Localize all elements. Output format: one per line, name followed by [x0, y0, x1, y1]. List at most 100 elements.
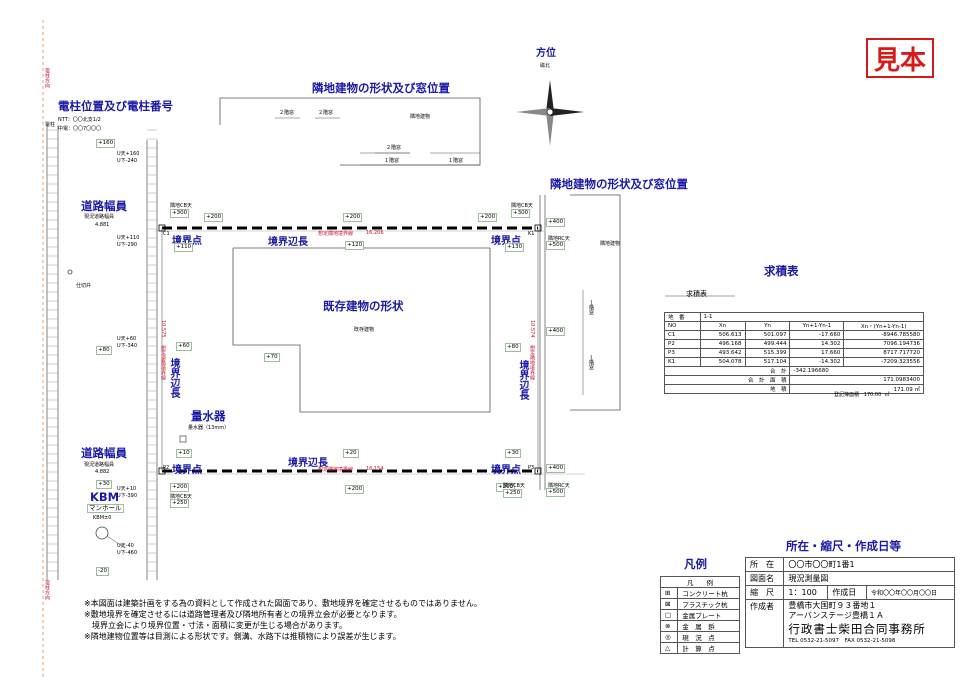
pole-ntt: NTT：〇〇北支1/2 [58, 117, 101, 123]
table-cell: -17.660 [789, 330, 845, 340]
table-cell: P3 [664, 348, 701, 358]
registered-area-label: 登記簿面積 [834, 392, 860, 398]
calc-point-icon: △ [659, 642, 679, 654]
table-cell: 7096.194736 [843, 339, 924, 349]
notes: ※本図面は建築計画をする為の資料として作成された図面であり、敷地境界を確定させる… [84, 598, 482, 642]
table-row: 図面名 現況測量図 [744, 571, 955, 586]
height-tag: +120 [345, 241, 365, 250]
table-row: 合 計 面 積 171.0983400 [663, 375, 924, 385]
height-tag: U天+60 [117, 336, 137, 342]
edge-label-bottom: 境界辺長 [288, 458, 328, 469]
registered-area: 登記簿面積 170.00 ㎡ [834, 391, 890, 398]
legend-label: 計 算 点 [677, 642, 740, 654]
window-label: １階窓 [588, 300, 594, 315]
road-bottom-sub-value: 4.882 [95, 469, 110, 475]
table-cell: -7209.323556 [843, 357, 924, 367]
height-tag: 隣地CB天 [511, 203, 533, 209]
table-row: 作成者 豊橋市大国町９３番地１ アーバンステージ豊橋１Ａ 行政書士柴田合同事務所… [744, 599, 955, 648]
table-row: K1 504.078 517.104 -14.302 -7209.323556 [664, 357, 924, 367]
height-tag: +10 [176, 449, 192, 458]
height-tag: U下-390 [117, 493, 138, 499]
lot-label: 地 番 [664, 312, 701, 322]
location-label: 所 在 [744, 557, 785, 572]
heading-existing-building: 既存建物の形状 [323, 299, 404, 313]
sample-stamp: 見本 [866, 38, 934, 78]
table-row: P2 496.168 499.444 14.302 7096.194736 [664, 339, 924, 349]
column-header: Xn・(Yn+1-Yn-1) [843, 321, 924, 331]
height-tag: +400 [546, 218, 566, 227]
note-line: 境界立会により境界位置・寸法・面積に変更が生じる場合があります。 [84, 621, 348, 630]
height-tag: U下-340 [117, 343, 138, 349]
boundary-point-label: 境界点 [491, 236, 521, 247]
well-label: 仕切弁 [76, 283, 92, 289]
area-table-label: 求積表 [686, 290, 707, 298]
table-row: C1 506.613 501.097 -17.660 -8946.785580 [664, 330, 924, 340]
height-tag: +500 [546, 241, 566, 250]
height-tag: U下-240 [117, 158, 138, 164]
legend-item: ◎現 況 点 [659, 631, 740, 643]
plastic-pile-icon: ⊠ [659, 598, 679, 610]
heading-neighbor-right: 隣地建物の形状及び窓位置 [550, 177, 688, 191]
heading-meter: 量水器 [191, 409, 226, 423]
edge-label-right: 境界辺長 [517, 360, 528, 400]
scale-value: 1：100 [783, 585, 829, 600]
edge-top-value: 16.206 [366, 230, 384, 236]
legend-item: □金属プレート [659, 609, 740, 621]
window-label: ２階窓 [386, 145, 402, 151]
heading-kbm: KBM [90, 490, 120, 504]
table-cell: -14.302 [789, 357, 845, 367]
point-p2: P2 [163, 465, 170, 471]
height-tag: 隣地RC天 [548, 236, 570, 242]
height-tag: +200 [170, 483, 190, 492]
pole-direction-bottom: 電柱方向 [44, 580, 50, 600]
height-tag: +200 [343, 213, 363, 222]
height-tag: +70 [264, 353, 280, 362]
table-row: 地 番 1-1 [664, 312, 925, 322]
height-tag: +200 [478, 213, 498, 222]
height-tag: +80 [505, 343, 521, 352]
table-cell: 517.104 [744, 357, 791, 367]
table-row: 地 積 171.09 ㎡ [663, 384, 924, 394]
table-cell: 506.613 [699, 330, 746, 340]
heading-location: 所在・縮尺・作成日等 [786, 539, 901, 553]
author-address-2: アーバンステージ豊橋１Ａ [788, 611, 884, 620]
table-cell: 8717.717720 [843, 348, 924, 358]
table-row: 縮 尺 1：100 作成日 令和〇〇年〇〇月〇〇日 [744, 585, 956, 600]
legend-label: プラスチック杭 [677, 598, 740, 610]
heading-road-bottom: 道路幅員 [81, 446, 127, 460]
table-cell: P2 [664, 339, 701, 349]
height-tag: +20 [343, 449, 359, 458]
height-tag: +400 [546, 327, 566, 336]
registered-area-unit: ㎡ [884, 392, 890, 398]
legend-item: △計 算 点 [659, 642, 740, 654]
point-k1: K1 [528, 231, 535, 237]
height-tag: +30 [96, 480, 112, 489]
area-label: 地 積 [663, 384, 791, 394]
table-cell: 14.302 [789, 339, 845, 349]
author-label: 作成者 [744, 599, 785, 648]
table-cell: 501.097 [744, 330, 791, 340]
table-cell: 17.660 [789, 348, 845, 358]
window-label: １階窓 [448, 158, 464, 164]
height-tag: U天+110 [117, 235, 140, 241]
heading-pole: 電柱位置及び電柱番号 [58, 99, 173, 113]
column-header: NO [664, 321, 701, 331]
road-top-sub-label: 現況道路幅員 [84, 214, 115, 220]
heading-area-table: 求積表 [764, 264, 799, 278]
road-top-sub-value: 4.881 [95, 222, 110, 228]
height-tag: U下-460 [117, 550, 138, 556]
location-value: 〇〇市〇〇町1番1 [783, 557, 955, 572]
lot-value: 1-1 [699, 312, 925, 322]
metal-plate-icon: □ [659, 609, 679, 621]
manhole-value: KBM±0 [93, 515, 112, 521]
legend-table: 凡 例 ⊞コンクリート杭 ⊠プラスチック杭 □金属プレート ⊗金 属 鋲 ◎現 … [659, 576, 740, 654]
meter-sub: 量水器（13mm） [188, 425, 230, 431]
column-header: Yn+1-Yn-1 [789, 321, 845, 331]
height-tag: +80 [96, 346, 112, 355]
height-tag: 隣地CB天 [503, 483, 525, 489]
concrete-pile-icon: ⊞ [659, 587, 679, 599]
date-label: 作成日 [827, 585, 867, 600]
height-tag: +30 [505, 449, 521, 458]
height-tag: 隣地CB天 [170, 203, 192, 209]
table-cell: 499.444 [744, 339, 791, 349]
